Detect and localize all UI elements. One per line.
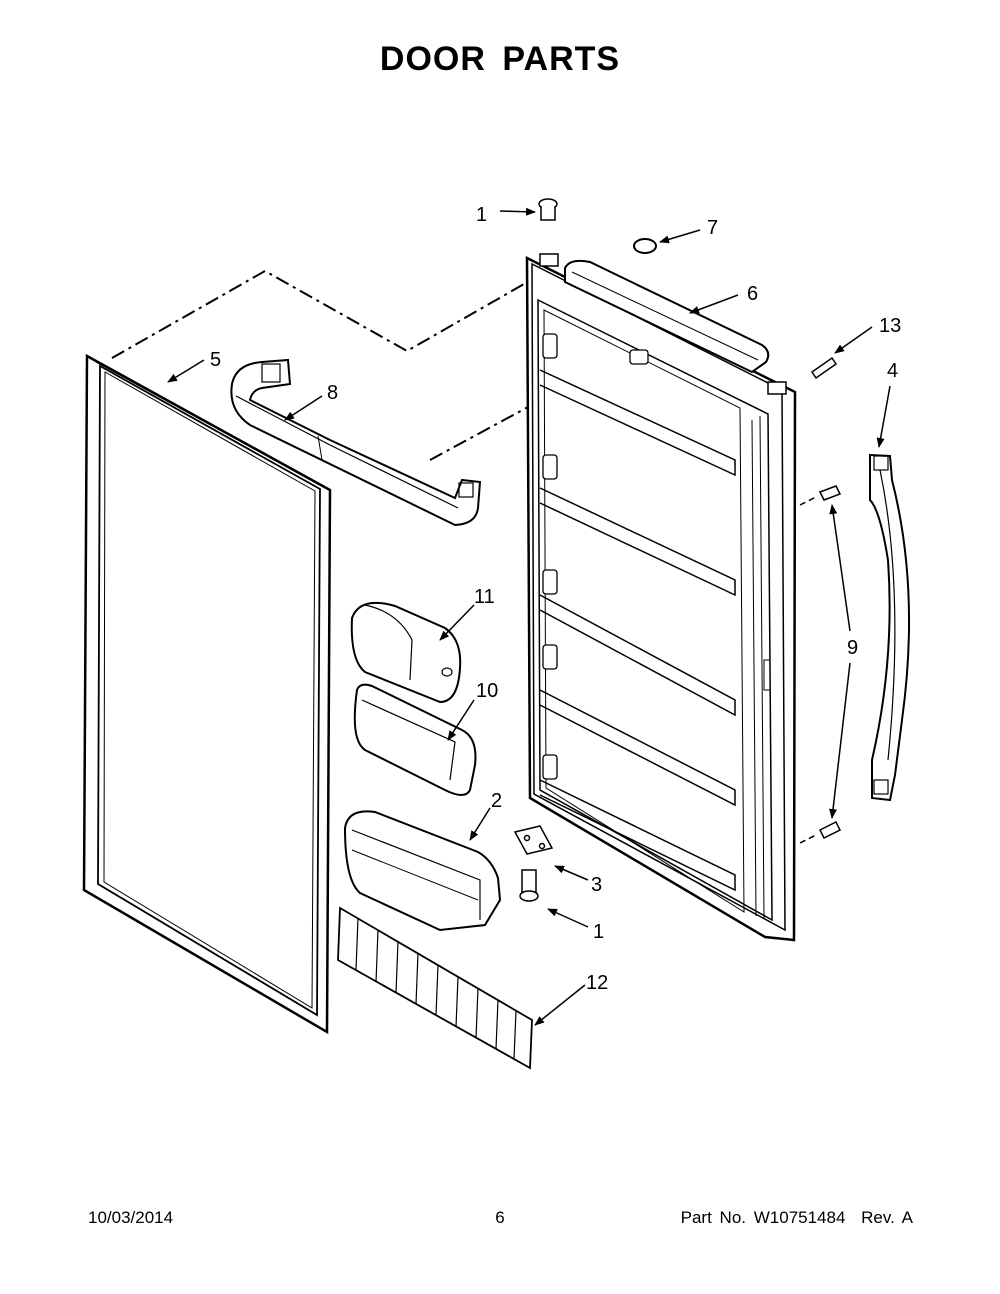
- door-ring: [633, 238, 657, 254]
- callout-leaders: [167, 207, 891, 1026]
- large-door-bin: [343, 810, 502, 932]
- callout-10: 10: [476, 680, 498, 702]
- wire-shelf: [337, 906, 533, 1070]
- handle-reference-lines: [799, 495, 819, 844]
- part-label: Part No.: [680, 1208, 746, 1227]
- bin-cover: [350, 602, 462, 704]
- handle-screws: [818, 485, 842, 840]
- callout-1-top: 1: [476, 204, 487, 226]
- rev-label: Rev.: [861, 1208, 895, 1227]
- callout-6: 6: [747, 283, 758, 305]
- footer-date: 10/03/2014: [88, 1208, 174, 1227]
- callout-1-bottom: 1: [593, 921, 604, 943]
- callout-5: 5: [210, 349, 221, 371]
- rev-value: A: [901, 1208, 913, 1227]
- door-plug-top: [538, 198, 558, 221]
- callout-7: 7: [707, 217, 718, 239]
- callout-8: 8: [327, 382, 338, 404]
- side-handle: [869, 453, 911, 802]
- callout-13: 13: [879, 315, 901, 337]
- callout-3: 3: [591, 874, 602, 896]
- door-pin: [810, 356, 838, 380]
- callout-9: 9: [847, 637, 858, 659]
- door-gasket: [82, 353, 332, 1035]
- door-top-cap: [564, 259, 770, 374]
- footer-part-number: Part No. W10751484 Rev. A: [681, 1208, 913, 1228]
- callout-11: 11: [474, 586, 495, 608]
- callout-12: 12: [586, 972, 608, 994]
- callout-2: 2: [491, 790, 502, 812]
- door-top-handle: [230, 358, 482, 527]
- callout-labels: 1 7 6 13 4 5 8 9 11 10 2 3 1 12: [210, 204, 901, 994]
- footer-page-number: 6: [495, 1208, 505, 1227]
- page-title: DOOR PARTS: [379, 40, 621, 78]
- door-hinge-blocks: [539, 253, 787, 395]
- callout-4: 4: [887, 360, 898, 382]
- door-plug-bottom: [519, 869, 539, 902]
- part-number-value: W10751484: [753, 1208, 846, 1227]
- hinge-bracket: [513, 825, 554, 855]
- small-bin: [353, 683, 477, 796]
